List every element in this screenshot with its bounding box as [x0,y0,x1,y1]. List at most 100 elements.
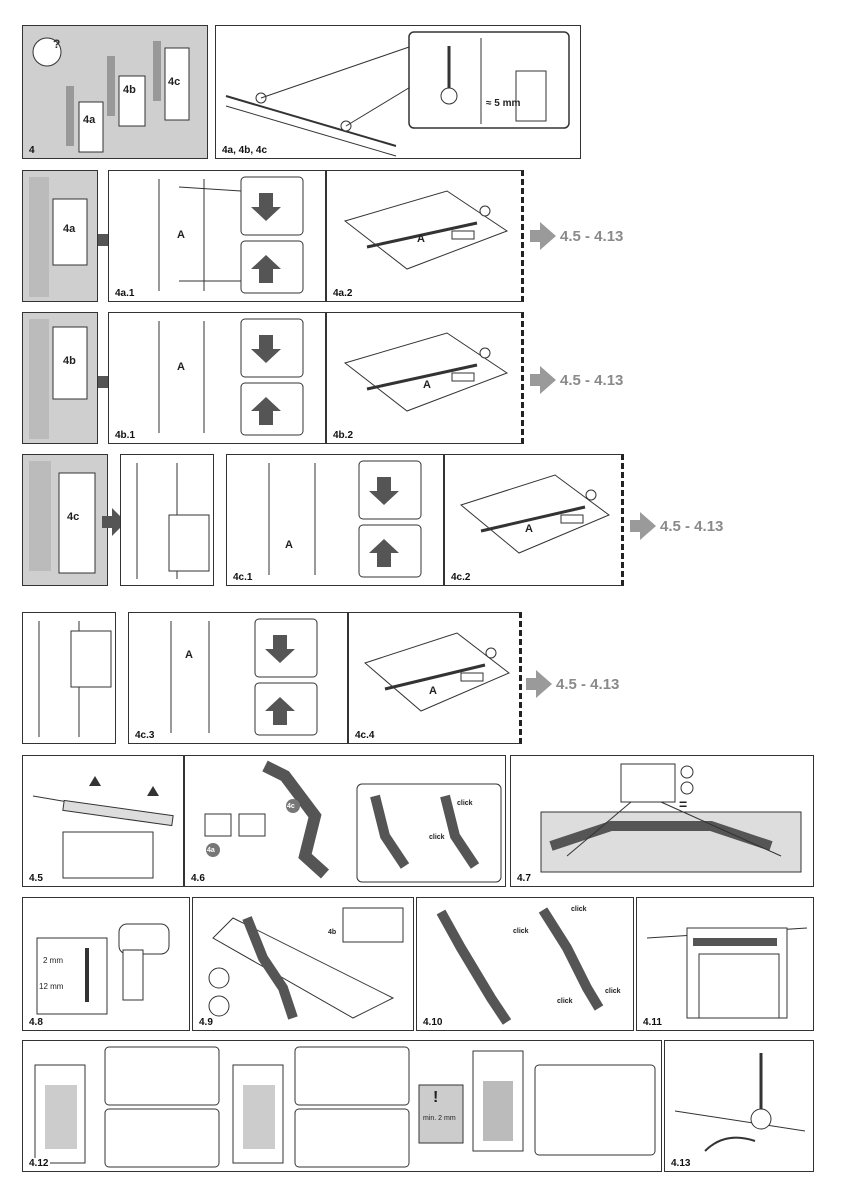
ref-range-4b: 4.5 - 4.13 [560,372,624,389]
panel-label-4-8: 4.8 [27,1017,45,1028]
panel-4a1: A 4a.1 [108,170,326,302]
panel-label-4-12: 4.12 [27,1158,51,1169]
bracket-4b-badge: 4b [328,929,337,936]
bracket-alignment-illustration [540,763,802,873]
door-4b-label: 4b [123,84,136,96]
warning-icon: ! [433,1089,439,1106]
hinge-install-4a1 [158,176,304,294]
click-label-6: click [605,988,621,995]
panel-4c-remove-cover [120,454,214,586]
panel-4-12: ! min. 2 mm 4.12 [22,1040,662,1172]
panel-4c-remove-cover-2 [22,612,116,744]
panel-label-4a2: 4a.2 [331,288,355,299]
door-attach-illustration [646,927,808,1019]
panel-4-9: 4b 4.9 [192,897,414,1031]
panel-label-4-5: 4.5 [27,873,45,884]
panel-4-7: = 4.7 [510,755,814,887]
screw-mount-illustration [208,907,404,1020]
hinge-tighten-illustration [674,1053,806,1152]
click-label-3: click [513,928,529,935]
panel-4b1: A 4b.1 [108,312,326,444]
ref-range-4c4: 4.5 - 4.13 [556,676,620,693]
door-4a-illustration [29,177,88,297]
panel-label-4abc: 4a, 4b, 4c [220,145,270,156]
overview-illustration: ? [32,37,190,153]
door-4c-tag: 4c [67,511,80,523]
panel-4c1: A 4c.1 [226,454,444,586]
part-a-label-8: A [429,685,437,697]
panel-4b-thumb: 4b [22,312,98,444]
panel-label-4-10: 4.10 [421,1017,445,1028]
panel-4c2: A 4c.2 [444,454,624,586]
min-gap-label: min. 2 mm [423,1115,456,1122]
door-4c-label: 4c [168,76,181,88]
hinge-install-4c3 [170,618,318,736]
panel-label-4c4: 4c.4 [353,730,377,741]
equal-sign: = [679,796,688,812]
door-4b-illustration [29,319,88,439]
panel-label-4c2: 4c.2 [449,572,473,583]
rail-removal-illustration [32,776,174,879]
door-4b-tag: 4b [63,355,76,367]
panel-label-4-7: 4.7 [515,873,533,884]
hinge-adjustment-illustration [225,31,570,157]
click-label-4: click [571,906,587,913]
panel-label-4-11: 4.11 [641,1017,664,1028]
rail-mount-4b2 [343,332,509,412]
click-label: click [457,800,473,807]
panel-label-4: 4 [27,145,37,156]
ref-range-4c: 4.5 - 4.13 [660,518,724,535]
bracket-4a-badge: 4a [207,847,215,854]
rail-mount-4c4 [363,632,510,712]
door-adjust-illustration [34,1046,656,1168]
panel-4c4: A 4c.4 [348,612,522,744]
panel-4-8: 2 mm 12 mm 4.8 [22,897,190,1031]
panel-4-5: 4.5 [22,755,184,887]
ref-arrow-icon [530,366,556,394]
panel-4abc-adjustment: ≈ 5 mm 4a, 4b, 4c [215,25,581,159]
rail-mount-4c2 [459,474,611,554]
svg-text:?: ? [53,37,60,51]
door-4a-label: 4a [83,114,96,126]
panel-4c3: A 4c.3 [128,612,348,744]
rail-mount-4a2 [343,190,509,270]
panel-label-4c3: 4c.3 [133,730,157,741]
part-a-label-3: A [177,361,185,373]
door-4a-tag: 4a [63,223,76,235]
panel-4c-thumb: 4c [22,454,108,586]
drill-illustration [36,923,170,1015]
panel-label-4-6: 4.6 [189,873,207,884]
part-a-label-6: A [525,523,533,535]
panel-label-4-9: 4.9 [197,1017,215,1028]
panel-4-13: 4.13 [664,1040,814,1172]
panel-4-overview: ? 4a 4b 4c 4 [22,25,208,159]
cover-remove-illustration [136,463,210,579]
panel-4b2: A 4b.2 [326,312,524,444]
panel-4a2: A 4a.2 [326,170,524,302]
part-a-label-2: A [417,233,425,245]
ref-range-4a: 4.5 - 4.13 [560,228,624,245]
click-label-5: click [557,998,573,1005]
drill-depth-2mm: 2 mm [43,956,63,965]
part-a-label-5: A [285,539,293,551]
panel-label-4b2: 4b.2 [331,430,356,441]
part-a-label-7: A [185,649,193,661]
panel-label-4b1: 4b.1 [113,430,138,441]
bracket-assembly-illustration [204,760,502,883]
measurement-5mm: ≈ 5 mm [486,98,521,109]
drill-depth-12mm: 12 mm [39,982,64,991]
ref-arrow-icon [630,512,656,540]
part-a-label: A [177,229,185,241]
click-label-2: click [429,834,445,841]
ref-arrow-icon [526,670,552,698]
ref-arrow-icon [530,222,556,250]
panel-label-4-13: 4.13 [669,1158,693,1169]
door-4c-illustration [29,461,96,574]
bracket-4c-badge: 4c [287,803,295,810]
panel-4-6: 4a 4c click click 4.6 [184,755,506,887]
hinge-install-4b1 [158,318,304,436]
cover-remove-illustration-2 [38,621,112,737]
part-a-label-4: A [423,379,431,391]
hinge-install-4c1 [268,460,422,578]
panel-4a-thumb: 4a [22,170,98,302]
